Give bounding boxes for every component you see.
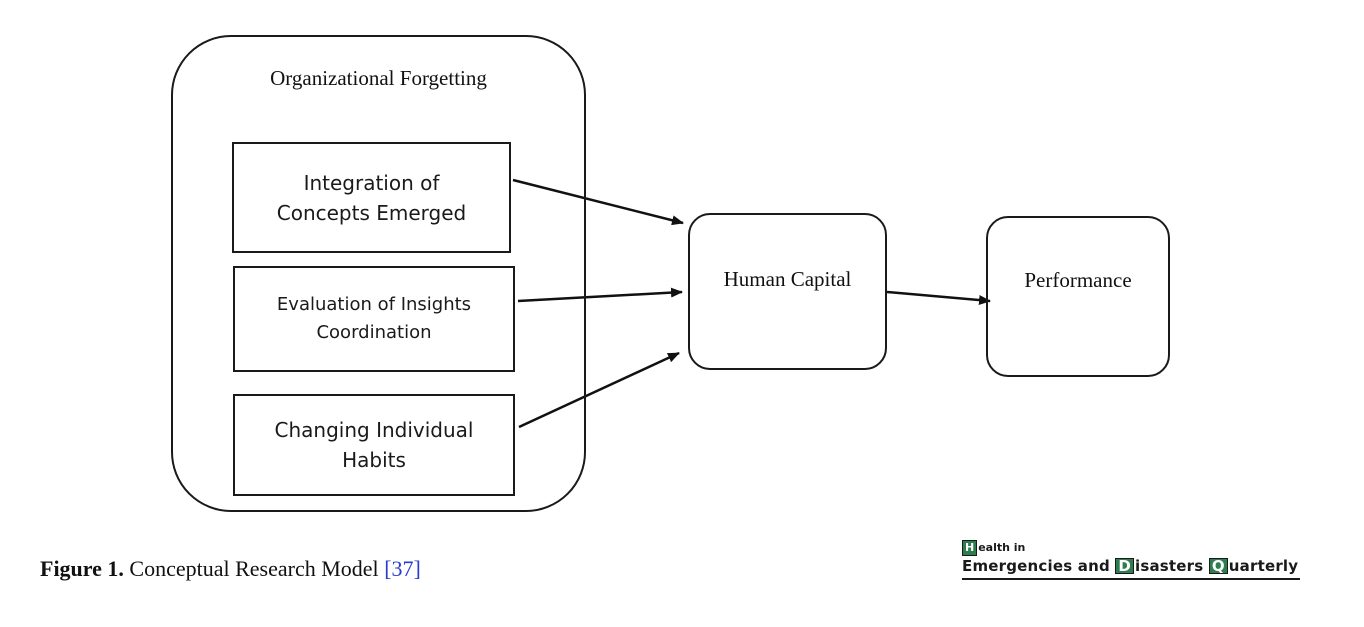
box-integration-line-2: Concepts Emerged	[276, 200, 467, 225]
logo-word-emergencies: Emergencies and	[962, 557, 1116, 575]
logo-line1-rest: ealth in	[978, 541, 1026, 554]
caption-reference-link[interactable]: [37]	[384, 556, 421, 581]
arrow-habits-to-human-capital	[518, 351, 680, 429]
logo-underline	[962, 578, 1300, 580]
figure-caption: Figure 1. Conceptual Research Model [37]	[40, 556, 421, 582]
performance-label: Performance	[1024, 268, 1132, 292]
box-integration-line-1: Integration of	[303, 170, 440, 195]
logo-word-uarterly: uarterly	[1228, 557, 1299, 575]
human-capital-node: Human Capital	[688, 213, 887, 370]
box-evaluation-of-insights: Evaluation of Insights Coordination	[233, 266, 515, 372]
human-capital-label: Human Capital	[723, 267, 852, 291]
box-habits-line-1: Changing Individual	[274, 418, 474, 442]
box-habits-line-2: Habits	[342, 448, 406, 472]
box-evaluation-line-1: Evaluation of Insights	[276, 294, 472, 315]
caption-text: Conceptual Research Model	[123, 556, 385, 581]
arrow-human-capital-to-performance	[886, 290, 991, 306]
caption-label: Figure 1.	[40, 556, 124, 581]
logo-word-isasters: isasters	[1135, 557, 1209, 575]
box-evaluation-line-2: Coordination	[316, 322, 432, 343]
organizational-forgetting-group	[171, 35, 586, 512]
arrow-evaluation-to-human-capital	[517, 287, 683, 303]
logo-cap-q: Q	[1208, 558, 1228, 574]
performance-node: Performance	[986, 216, 1170, 377]
logo-cap-h: H	[962, 540, 978, 556]
group-title: Organizational Forgetting	[270, 66, 487, 90]
box-changing-habits: Changing Individual Habits	[233, 394, 515, 496]
box-integration-of-concepts: Integration of Concepts Emerged	[232, 142, 511, 253]
arrow-integration-to-human-capital	[512, 178, 684, 226]
logo-cap-d: D	[1115, 558, 1135, 574]
